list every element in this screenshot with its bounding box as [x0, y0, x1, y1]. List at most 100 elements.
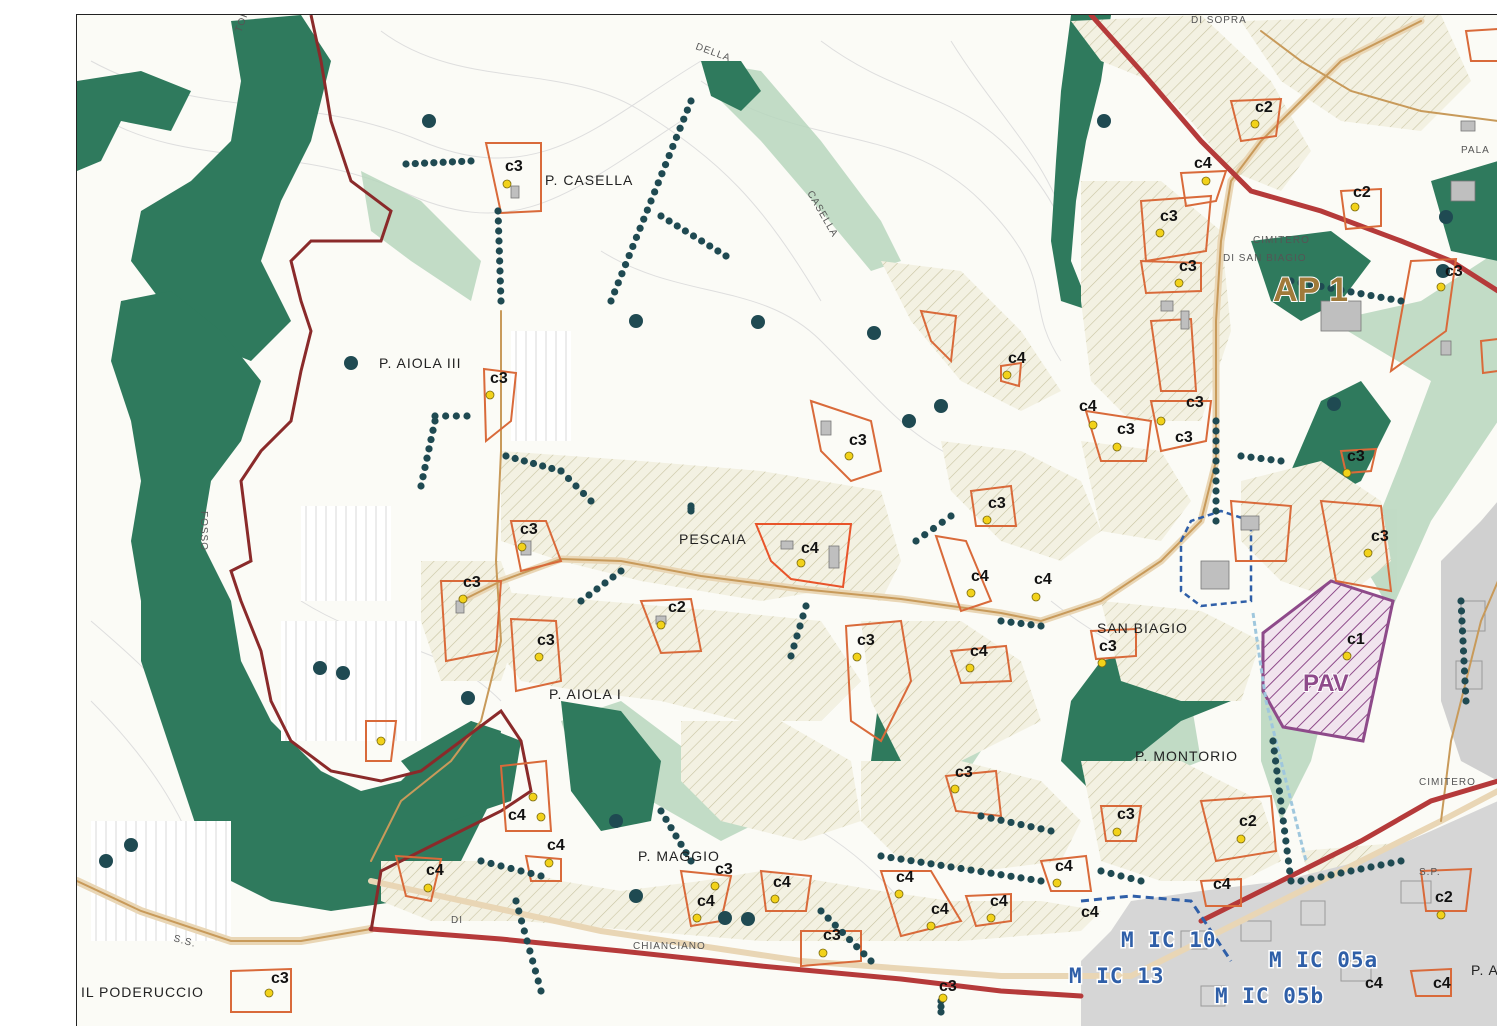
zone-label: c3	[505, 158, 523, 175]
tree-dot	[817, 907, 825, 915]
map-canvas[interactable]: DI SOPRA CIMITERO DI SAN BIAGIO CIMITERO…	[77, 15, 1497, 1026]
tree-dot	[537, 987, 545, 995]
label-di-sopra: DI SOPRA	[1191, 15, 1247, 26]
tree-dot	[517, 867, 525, 875]
tree-dot	[467, 157, 475, 165]
tree-dot	[1307, 281, 1315, 289]
tree-dot	[442, 412, 450, 420]
tree-dot	[425, 445, 433, 453]
tree-dot	[1017, 874, 1025, 882]
tree-dot	[423, 454, 431, 462]
tree-dot	[402, 160, 410, 168]
tree-dot	[502, 452, 510, 460]
tree-dot	[496, 277, 504, 285]
tree-dot	[683, 106, 691, 114]
label-cimitero-2: CIMITERO	[1419, 777, 1476, 788]
tree-dot	[1337, 286, 1345, 294]
tree-dot	[614, 279, 622, 287]
tree-dot	[632, 233, 641, 241]
tree-dot	[1117, 872, 1125, 880]
tree-dot	[1212, 497, 1220, 505]
tree-dot	[877, 852, 885, 860]
tree-dot	[477, 857, 485, 865]
tree-dot	[947, 512, 955, 520]
zone-label: c3	[1117, 806, 1135, 823]
tree-dot	[1286, 867, 1294, 875]
tree-dot	[831, 921, 839, 929]
tree-dot	[1027, 621, 1035, 629]
tree-dot	[689, 232, 698, 240]
zone-label: c4	[1081, 904, 1099, 921]
tree-dot	[662, 815, 670, 823]
tree-dot	[1247, 453, 1255, 461]
tree-dot	[585, 591, 593, 599]
tree-dot	[537, 872, 545, 880]
place-p-casella: P. CASELLA	[545, 172, 633, 188]
tree-dot	[458, 157, 466, 166]
tree-dot	[793, 632, 801, 640]
tree-dot	[907, 857, 915, 865]
tree-dot	[1457, 607, 1466, 615]
tree-dot	[539, 462, 547, 470]
zone-label: c3	[1347, 448, 1365, 465]
tree-dot	[463, 412, 471, 420]
tree-dot	[1237, 452, 1245, 460]
zone-label: c3	[939, 978, 957, 995]
tree-dot	[617, 567, 625, 575]
zone-label: c3	[1117, 421, 1135, 438]
place-san-biagio: SAN BIAGIO	[1097, 620, 1188, 636]
tree-dot	[987, 869, 995, 877]
label-pala: PALA	[1461, 145, 1490, 156]
tree-dot	[1284, 857, 1293, 865]
zone-label: c4	[931, 901, 949, 918]
tree-dot	[1273, 767, 1281, 775]
zone-label: c3	[857, 632, 875, 649]
tree-dot	[1337, 869, 1345, 877]
tree-dot	[497, 862, 505, 870]
tree-dot	[497, 287, 505, 295]
tree-dot	[860, 950, 868, 958]
tree-dot	[1017, 820, 1025, 829]
tree-dot	[853, 943, 861, 951]
label-di: DI	[451, 915, 463, 926]
tree-dot	[937, 1008, 945, 1016]
tree-dot	[625, 251, 633, 260]
map-frame[interactable]: DI SOPRA CIMITERO DI SAN BIAGIO CIMITERO…	[76, 14, 1497, 1026]
tree-dot	[557, 467, 565, 475]
tree-dot	[1027, 823, 1035, 831]
tree-dot	[1459, 637, 1467, 645]
zone-label: c4	[1213, 876, 1231, 893]
tree-dot	[1317, 282, 1325, 291]
tree-dot	[1137, 877, 1145, 885]
tree-dot	[937, 1002, 945, 1011]
tree-dot	[897, 855, 905, 863]
zone-label: c4	[1433, 975, 1451, 992]
isolated-trees	[99, 114, 1453, 926]
tree-dot	[1278, 807, 1286, 815]
tree-dot	[867, 957, 875, 965]
label-sp: S.P.	[1419, 867, 1441, 878]
tree-dot	[587, 497, 595, 505]
tree-dot	[927, 860, 935, 868]
road-names: DI SOPRA CIMITERO DI SAN BIAGIO CIMITERO…	[172, 15, 1490, 952]
tree-dot	[1269, 737, 1277, 745]
zone-label: c4	[426, 862, 444, 879]
tree-dot	[411, 159, 419, 168]
label-fosso: FOSSO	[198, 511, 209, 551]
tree-dot	[698, 237, 706, 245]
tree-dot	[1357, 865, 1365, 873]
tree-dot	[687, 857, 695, 865]
tree-dot	[1037, 622, 1045, 630]
zone-label: c3	[520, 521, 538, 538]
tree-dot	[496, 257, 504, 265]
zone-label: c4	[971, 568, 989, 585]
tree-dot	[937, 861, 945, 869]
tree-dot	[929, 524, 938, 533]
tree-dot	[957, 864, 965, 873]
zone-labels: c3 c3 c3 c3 c3 c3 c3 c3 c3 c3 c3 c3 c3 c…	[426, 99, 1463, 992]
zone-label: c1	[1347, 631, 1365, 648]
tree-dot	[1212, 467, 1220, 475]
tree-dot	[636, 224, 644, 232]
mic-label-05a: M IC 05a	[1269, 948, 1378, 972]
tree-dot	[529, 957, 537, 965]
